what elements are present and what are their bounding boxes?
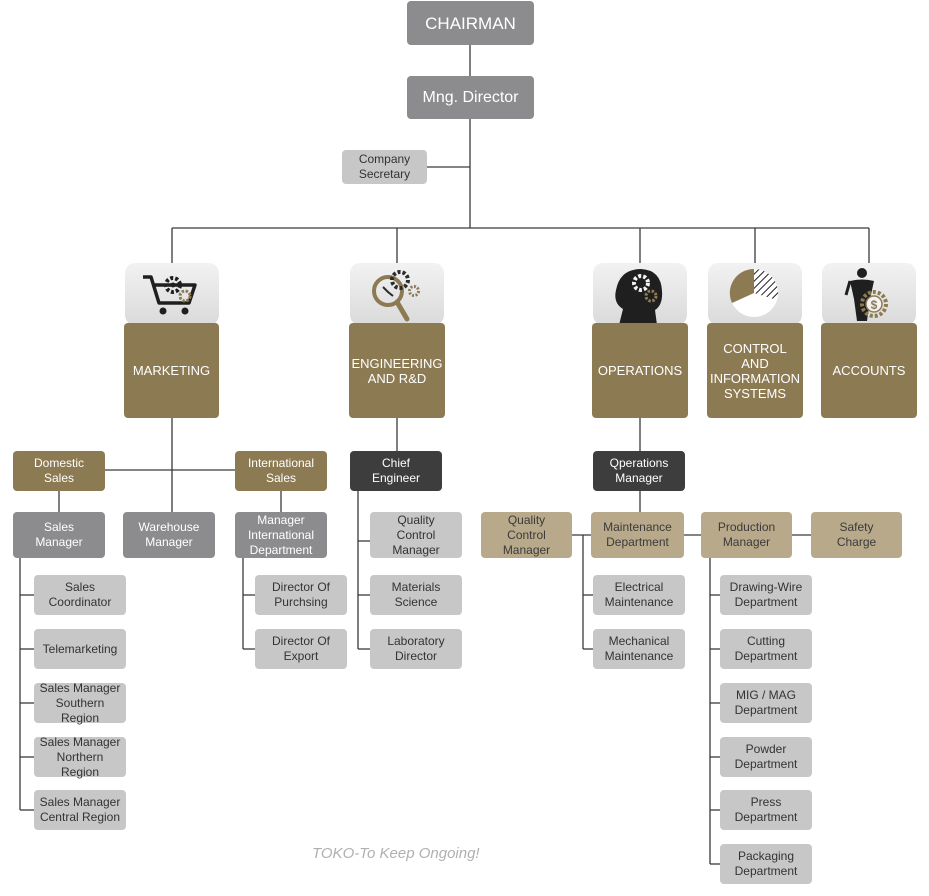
marketing-icon-tab [125,263,219,325]
businessman-dollar-icon: $ [844,268,888,321]
operations-manager-box: Qperations Manager [593,451,685,491]
control-information-systems-department: CONTROL AND INFORMATION SYSTEMS [707,323,803,418]
sales-coordinator-box: Sales Coordinator [34,575,126,615]
packaging-department-box: Packaging Department [720,844,812,884]
warehouse-manager-box: Warehouse Manager [123,512,215,558]
powder-department-box: Powder Department [720,737,812,777]
cutting-department-box: Cutting Department [720,629,812,669]
manager-international-department-box: Manager International Department [235,512,327,558]
laboratory-director-box: Laboratory Director [370,629,462,669]
sales-manager-central-box: Sales Manager Central Region [34,790,126,830]
safety-charge-box: Safety Charge [811,512,902,558]
control-icon-tab [708,263,802,325]
sales-manager-box: Sales Manager [13,512,105,558]
company-secretary-box: Company Secretary [342,150,427,184]
eng-quality-control-manager-box: Quality Control Manager [370,512,462,558]
domestic-sales-box: Domestic Sales [13,451,105,491]
director-of-export-box: Director Of Export [255,629,347,669]
drawing-wire-department-box: Drawing-Wire Department [720,575,812,615]
chairman-box: CHAIRMAN [407,1,534,45]
mig-mag-department-box: MIG / MAG Department [720,683,812,723]
pie-chart-icon [729,268,779,317]
ops-quality-control-manager-box: Quality Control Manager [481,512,572,558]
mechanical-maintenance-box: Mechanical Maintenance [593,629,685,669]
head-gears-icon [615,269,663,325]
accounts-department: ACCOUNTS [821,323,917,418]
managing-director-box: Mng. Director [407,76,534,119]
electrical-maintenance-box: Electrical Maintenance [593,575,685,615]
svg-text:$: $ [871,298,878,312]
maintenance-department-box: Maintenance Department [591,512,684,558]
magnifier-gears-icon [372,270,420,322]
footer-slogan: TOKO-To Keep Ongoing! [312,845,480,862]
operations-icon-tab [593,263,687,325]
press-department-box: Press Department [720,790,812,830]
shopping-cart-gears-icon [143,275,197,315]
director-of-purchasing-box: Director Of Purchsing [255,575,347,615]
international-sales-box: International Sales [235,451,327,491]
chief-engineer-box: Chief Engineer [350,451,442,491]
telemarketing-box: Telemarketing [34,629,126,669]
sales-manager-southern-box: Sales Manager Southern Region [34,681,126,725]
production-manager-box: Production Manager [701,512,792,558]
engineering-department: ENGINEERING AND R&D [349,323,445,418]
accounts-icon-tab: $ [822,263,916,325]
operations-department: OPERATIONS [592,323,688,418]
marketing-department: MARKETING [124,323,219,418]
sales-manager-northern-box: Sales Manager Northern Region [34,735,126,779]
engineering-icon-tab [350,263,444,325]
materials-science-box: Materials Science [370,575,462,615]
